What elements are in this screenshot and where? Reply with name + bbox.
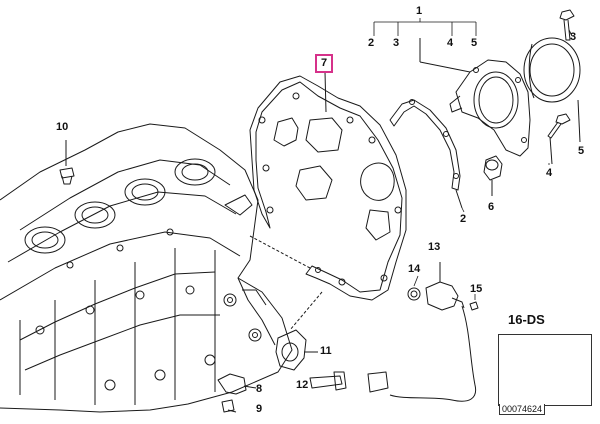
dowel-pin-part xyxy=(59,140,75,185)
end-cover-part xyxy=(419,38,531,157)
bolt-part xyxy=(559,9,575,41)
callout-5-ring[interactable]: 5 xyxy=(578,145,585,157)
screw-part xyxy=(221,399,237,413)
callout-6[interactable]: 6 xyxy=(488,201,495,213)
callout-13[interactable]: 13 xyxy=(428,241,441,253)
screw-part xyxy=(469,301,479,311)
callout-2[interactable]: 2 xyxy=(368,37,375,49)
callout-leaders xyxy=(373,18,550,300)
callout-9[interactable]: 9 xyxy=(256,403,263,415)
callout-4-bolt[interactable]: 4 xyxy=(546,167,553,179)
callout-7-wrapper: 7 xyxy=(315,54,338,77)
bushing-part xyxy=(483,155,503,196)
callout-12[interactable]: 12 xyxy=(296,379,309,391)
callout-8[interactable]: 8 xyxy=(256,383,263,395)
callout-7-highlighted[interactable]: 7 xyxy=(315,54,334,73)
sensor-part xyxy=(367,262,477,402)
reference-image-frame xyxy=(498,334,592,406)
callout-11[interactable]: 11 xyxy=(320,345,332,357)
bolt-part xyxy=(309,371,347,391)
callout-3-bolt[interactable]: 3 xyxy=(570,31,577,43)
leader-lines xyxy=(249,235,323,331)
bracket-part xyxy=(217,373,257,395)
callout-15[interactable]: 15 xyxy=(470,283,483,295)
callout-1[interactable]: 1 xyxy=(416,5,423,17)
callout-5[interactable]: 5 xyxy=(471,37,478,49)
callout-4[interactable]: 4 xyxy=(447,37,454,49)
model-label: 16-DS xyxy=(508,312,545,327)
reference-id: 00074624 xyxy=(499,404,546,415)
callout-10[interactable]: 10 xyxy=(56,121,69,133)
seal-ring-part xyxy=(523,37,581,143)
callout-3[interactable]: 3 xyxy=(393,37,400,49)
engine-block xyxy=(0,123,293,413)
callout-2-gasket[interactable]: 2 xyxy=(460,213,467,225)
bolt-part xyxy=(547,113,571,165)
knock-sensor-part xyxy=(275,329,318,371)
callout-14[interactable]: 14 xyxy=(408,263,421,275)
gasket-part xyxy=(249,71,407,301)
seal-gasket-part xyxy=(389,99,463,209)
